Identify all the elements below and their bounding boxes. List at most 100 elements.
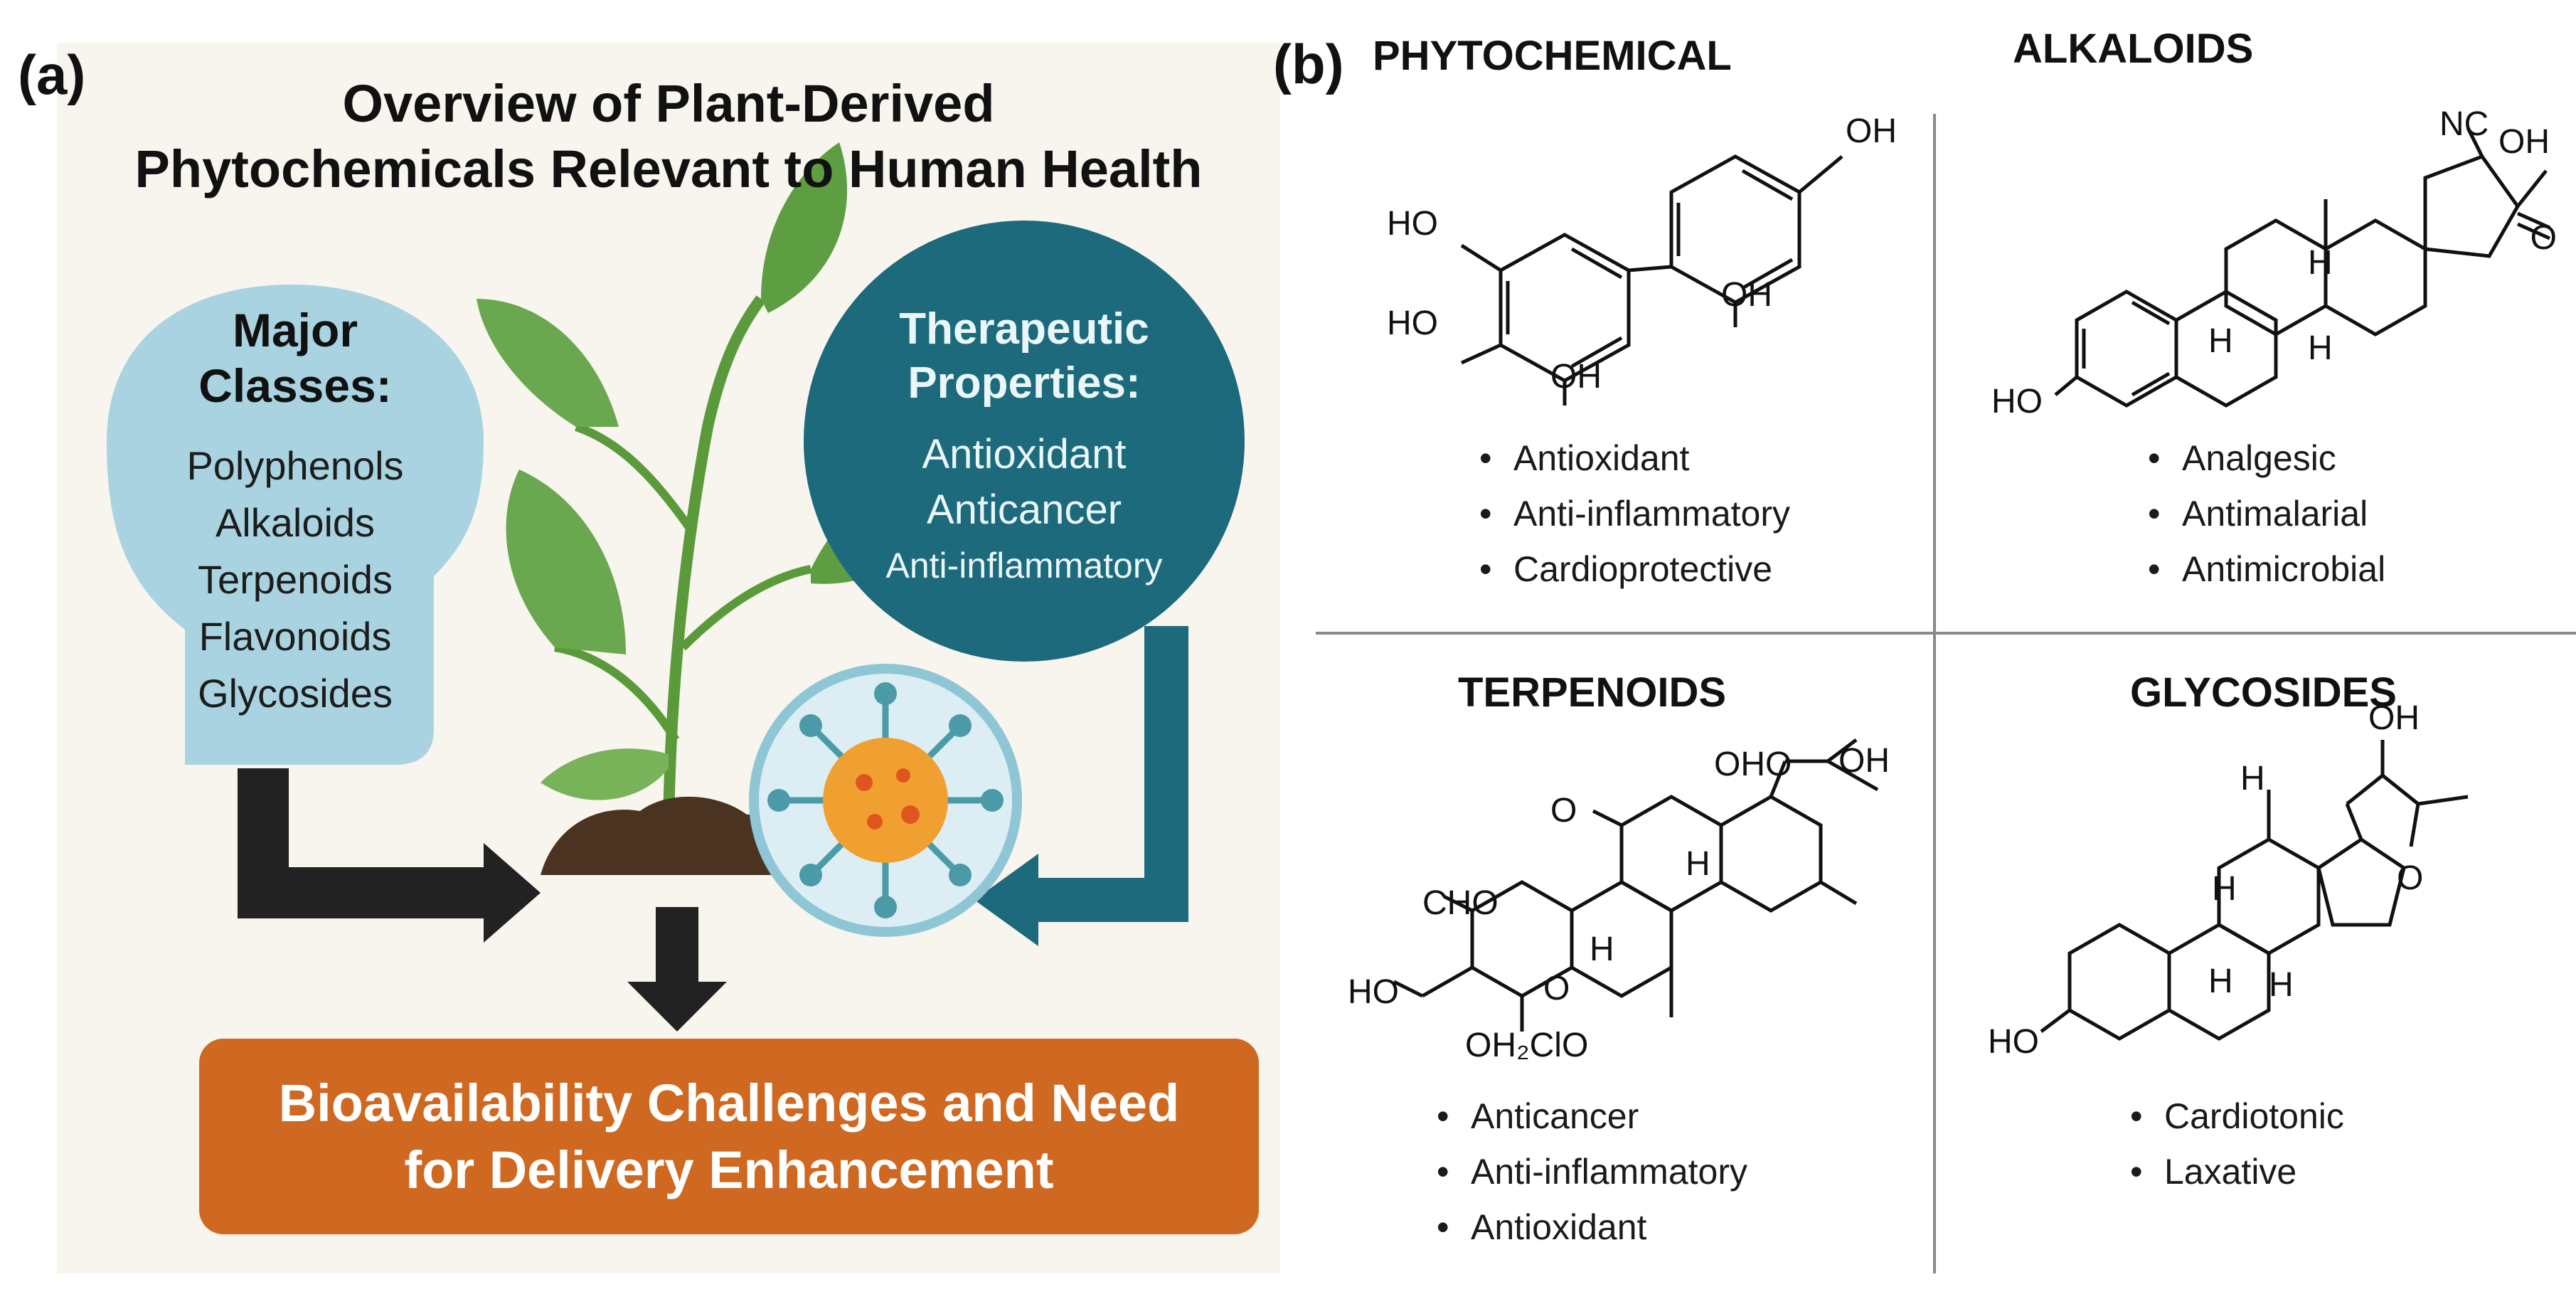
chem-label: H <box>2208 322 2233 360</box>
panel-a-label: (a) <box>18 43 86 106</box>
chem-label: OH <box>1838 742 1890 780</box>
bullet-dot: • <box>1479 549 1492 589</box>
panel-b-label: (b) <box>1273 33 1344 95</box>
bullet-text: Cardioprotective <box>1513 549 1773 589</box>
chem-label: OH <box>1550 358 1602 396</box>
bullet-dot: • <box>1437 1096 1449 1136</box>
class-item: Flavonoids <box>198 614 392 659</box>
bullet-item: • Antimalarial <box>2148 486 2385 541</box>
arrow-icon <box>238 768 484 918</box>
quadrant-title-alkaloids: ALKALOIDS <box>2013 26 2254 72</box>
bullet-text: Anti-inflammatory <box>1471 1152 1747 1192</box>
virus-icon <box>749 664 1022 937</box>
quadrant-4-bullets: • Cardiotonic • Laxative <box>2130 1088 2344 1199</box>
chem-label: HO <box>1387 205 1438 243</box>
quadrant-1-bullets: • Antioxidant • Anti-inflammatory • Cardiop… <box>1479 430 1790 597</box>
chem-label: H <box>2212 870 2237 908</box>
bullet-text: Anticancer <box>1471 1096 1639 1136</box>
class-item: Terpenoids <box>198 557 393 602</box>
chem-label: H <box>1686 845 1710 883</box>
bullet-item: • Anticancer <box>1437 1088 1747 1144</box>
chem-label: O <box>2530 219 2557 257</box>
down-arrow-icon <box>627 982 727 1032</box>
quadrant-3-bullets: • Anticancer • Anti-inflammatory •Antioxid… <box>1437 1088 1747 1255</box>
classes-heading: Major Classes: <box>135 302 455 413</box>
chem-label: OH <box>2368 699 2420 737</box>
chem-label: OHO <box>1714 746 1792 783</box>
bullet-item: • Analgesic <box>2148 430 2385 486</box>
chem-label: H <box>2308 329 2333 367</box>
panel-a-graphics <box>107 142 1245 1032</box>
property-item: Antioxidant <box>922 431 1127 477</box>
chem-label: H <box>2208 963 2233 1000</box>
bullet-item: • Laxative <box>2130 1144 2344 1199</box>
chem-label: H <box>2240 760 2265 797</box>
quadrant-title-glycosides: GLYCOSIDES <box>2130 669 2397 716</box>
bullet-item: •Antioxidant <box>1437 1199 1747 1255</box>
quadrant-title-phytochemical: PHYTOCHEMICAL <box>1373 33 1732 79</box>
property-item: Anti-inflammatory <box>885 546 1163 585</box>
property-item: Anticancer <box>926 487 1122 533</box>
bullet-dot: • <box>1479 438 1492 478</box>
bullet-dot: • <box>2130 1152 2143 1192</box>
banner-line-2: for Delivery Enhancement <box>404 1140 1054 1199</box>
chem-label: NC <box>2439 105 2489 143</box>
properties-list: Antioxidant Anticancer Anti-inflammatory <box>839 427 1209 593</box>
bullet-item: • Antioxidant <box>1479 430 1790 486</box>
classes-list: Polyphenols Alkaloids Terpenoids Flavono… <box>135 438 455 722</box>
bullet-item: • Cardiotonic <box>2130 1088 2344 1144</box>
chem-label: OH₂ClO <box>1465 1027 1588 1064</box>
chem-label: H <box>2269 966 2294 1004</box>
bullet-text: Cardiotonic <box>2164 1096 2344 1136</box>
terpenoid-structure <box>1393 738 1879 1032</box>
bullet-item: • Antimicrobial <box>2148 541 2385 597</box>
teal-arrow-head-icon <box>974 854 1038 946</box>
title-line-2: Phytochemicals Relevant to Human Health <box>134 139 1203 198</box>
panel-a-title: Overview of Plant-Derived Phytochemicals… <box>57 71 1280 202</box>
properties-bubble <box>804 221 1245 662</box>
bullet-text: Laxative <box>2164 1152 2297 1192</box>
bullet-item: • Cardioprotective <box>1479 541 1790 597</box>
chem-label: H <box>1590 931 1614 968</box>
chem-label: OH <box>1721 276 1772 314</box>
quadrant-2-bullets: • Analgesic • Antimalarial • Antimicrobial <box>2148 430 2385 597</box>
bullet-text: Antioxidant <box>1513 438 1690 478</box>
bullet-dot: • <box>2148 549 2161 589</box>
chem-label: O <box>1550 792 1577 829</box>
class-item: Polyphenols <box>186 443 404 488</box>
bullet-dot: • <box>2130 1096 2143 1136</box>
bullet-dot: • <box>2148 438 2161 478</box>
bullet-dot: • <box>1437 1152 1449 1192</box>
banner-line-1: Bioavailability Challenges and Need <box>278 1073 1180 1133</box>
polyphenol-structure <box>1460 154 1843 405</box>
chem-label: OH <box>2498 123 2550 161</box>
title-line-1: Overview of Plant-Derived <box>342 74 995 133</box>
properties-heading-line-2: Properties: <box>908 359 1141 408</box>
chem-label: HO <box>1988 1023 2039 1061</box>
chem-label: O <box>1543 970 1570 1007</box>
bullet-text: Analgesic <box>2182 438 2336 478</box>
class-item: Alkaloids <box>215 500 376 545</box>
bullet-text: Antimalarial <box>2182 494 2368 534</box>
chem-label: HO <box>1348 973 1399 1011</box>
teal-arrow-icon <box>1038 626 1188 922</box>
quadrant-title-terpenoids: TERPENOIDS <box>1458 669 1727 716</box>
bullet-item: • Anti-inflammatory <box>1437 1144 1747 1199</box>
bullet-dot: • <box>2148 494 2161 534</box>
alkaloid-structure <box>2054 127 2551 408</box>
chem-label: CHO <box>1422 884 1499 922</box>
properties-heading: Therapeutic Properties: <box>839 302 1209 410</box>
classes-bubble <box>107 285 484 765</box>
bullet-text: Anti-inflammatory <box>1513 494 1790 534</box>
panel-a: Overview of Plant-Derived Phytochemicals… <box>57 43 1280 1273</box>
arrow-head-icon <box>484 843 541 943</box>
glycoside-structure <box>2040 740 2469 1041</box>
panel-b-graphics: OH HO HO OH OH NC OH O H H H HO <box>1316 105 2576 1273</box>
class-item: Glycosides <box>198 671 393 716</box>
chem-label: H <box>2308 244 2333 282</box>
bullet-dot: • <box>1437 1207 1449 1247</box>
classes-heading-line-2: Classes: <box>198 359 392 412</box>
chem-label: O <box>2397 859 2423 897</box>
bullet-text: Antimicrobial <box>2182 549 2386 589</box>
chem-label: OH <box>1846 112 1897 150</box>
